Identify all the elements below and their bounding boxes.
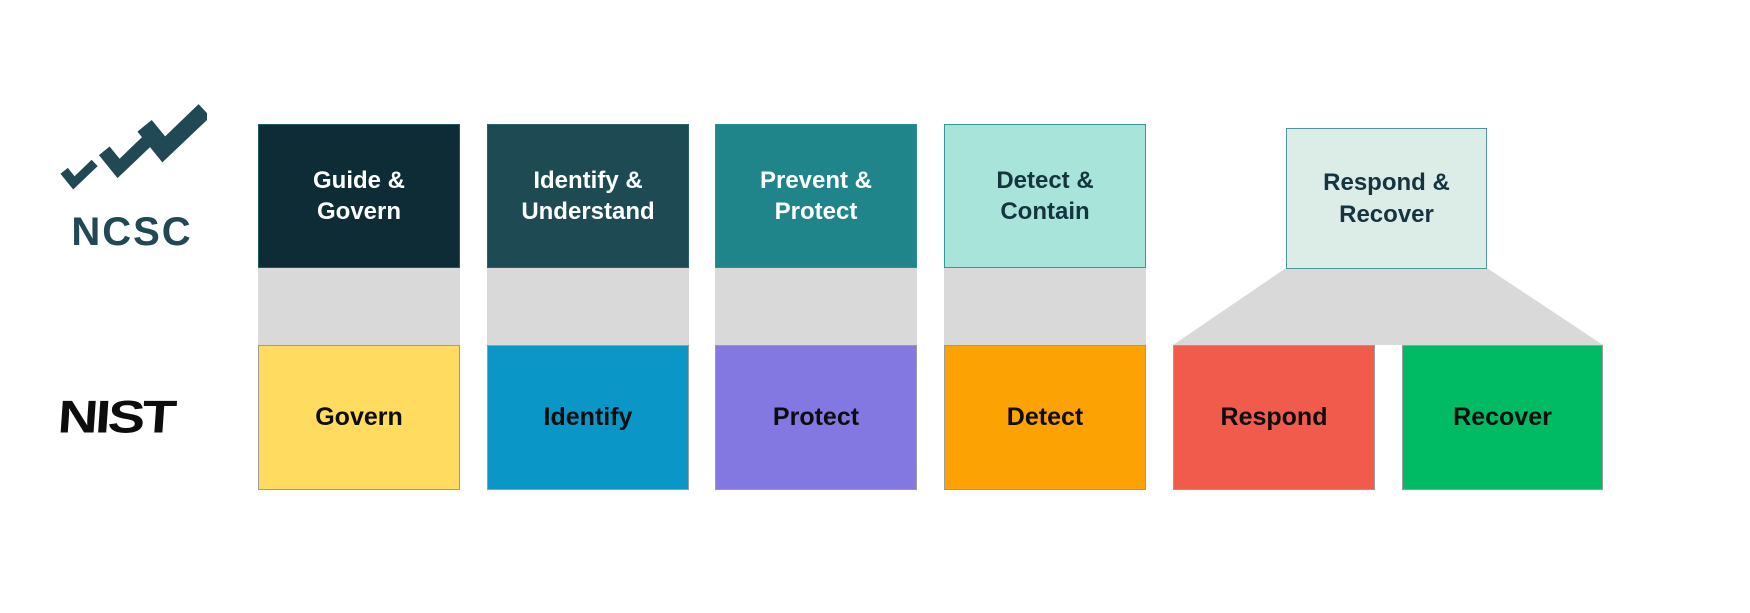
nist-box-govern: Govern <box>258 345 460 490</box>
ncsc-box-label: Guide & Govern <box>312 166 405 225</box>
ncsc-box-guide-govern: Guide & Govern <box>258 124 460 268</box>
nist-logo-text: NIST <box>56 390 176 443</box>
ncsc-box-label: Respond & Recover <box>1323 169 1450 228</box>
nist-box-label: Recover <box>1453 403 1552 431</box>
nist-box-detect: Detect <box>944 345 1146 490</box>
connector-detect <box>944 268 1146 345</box>
connector-protect <box>715 268 917 345</box>
nist-box-label: Identify <box>543 403 633 431</box>
ncsc-box-detect-contain: Detect & Contain <box>944 124 1146 268</box>
connector-identify <box>487 268 689 345</box>
ncsc-box-respond-recover: Respond & Recover <box>1286 128 1487 269</box>
nist-box-label: Govern <box>315 403 403 431</box>
connector-respond-recover-trapezoid <box>1173 268 1603 345</box>
ncsc-box-label: Prevent & Protect <box>759 166 873 225</box>
nist-box-recover: Recover <box>1402 345 1603 490</box>
ncsc-logo: NCSC <box>52 98 212 252</box>
nist-box-respond: Respond <box>1173 345 1375 490</box>
ncsc-box-label: Identify & Understand <box>521 166 655 225</box>
ncsc-box-prevent-protect: Prevent & Protect <box>715 124 917 268</box>
ncsc-box-identify-understand: Identify & Understand <box>487 124 689 268</box>
nist-logo: NIST <box>56 388 238 446</box>
nist-box-label: Detect <box>1006 403 1084 431</box>
nist-box-label: Protect <box>772 403 860 431</box>
nist-box-protect: Protect <box>715 345 917 490</box>
nist-box-identify: Identify <box>487 345 689 490</box>
ncsc-logo-text: NCSC <box>71 210 193 254</box>
ncsc-chevrons-icon <box>60 104 207 190</box>
connector-guide-govern <box>258 268 460 345</box>
ncsc-box-label: Detect & Contain <box>996 166 1094 225</box>
nist-box-label: Respond <box>1220 403 1328 431</box>
